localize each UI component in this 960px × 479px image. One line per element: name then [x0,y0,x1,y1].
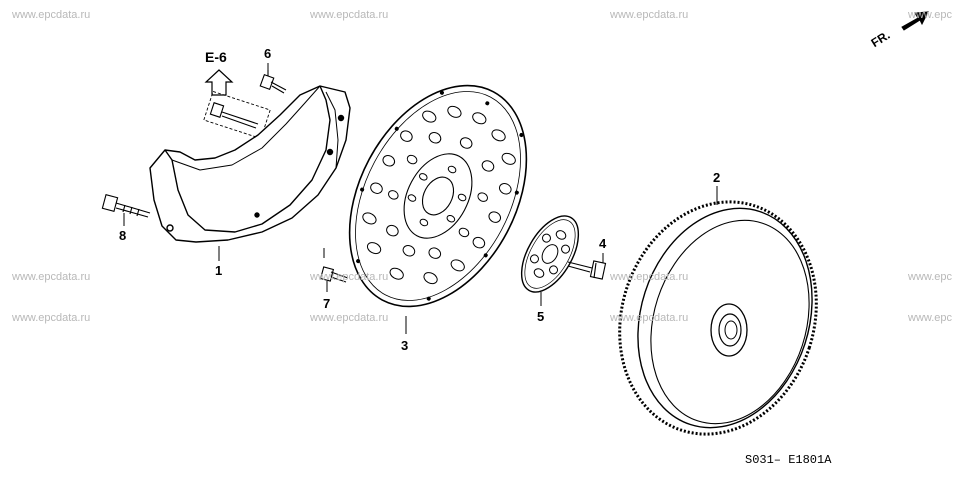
callout-8: 8 [119,228,127,243]
watermark: www.epcdata.ru [12,312,91,324]
callout-4: 4 [599,236,607,251]
bolt-8 [101,194,151,218]
bolt-7 [319,266,349,283]
watermark: www.epcdata.ru [610,312,689,324]
watermark: www.epcdata.ru [12,9,91,21]
watermark: www.epcdata.ru [610,9,689,21]
front-direction-arrow [901,11,929,31]
callout-7: 7 [323,296,331,311]
diagram-code: S031– E1801A [745,453,832,467]
watermark: www.epcdata.ru [310,271,389,283]
callout-3: 3 [401,338,409,353]
backing-plate [520,215,580,293]
watermark: www.epcdata.ru [12,271,91,283]
watermark: www.epc [908,9,953,21]
watermark: www.epc [908,271,953,283]
callout-6: 6 [264,46,272,61]
flywheel-shield [149,85,351,243]
watermark: www.epcdata.ru [310,9,389,21]
leader-lines [123,63,718,334]
watermark: www.epcdata.ru [310,312,389,324]
bolt-4 [567,260,607,280]
watermark: www.epc [908,312,953,324]
bolt-detail-dashed [203,90,271,140]
reference-label: E-6 [205,49,227,65]
flywheel [618,200,818,436]
callout-5: 5 [537,309,545,324]
callout-1: 1 [215,263,223,278]
watermark: www.epcdata.ru [610,271,689,283]
reference-up-arrow [204,69,234,96]
drive-plate [348,84,528,308]
callout-2: 2 [713,170,721,185]
bolt-6 [259,70,287,94]
